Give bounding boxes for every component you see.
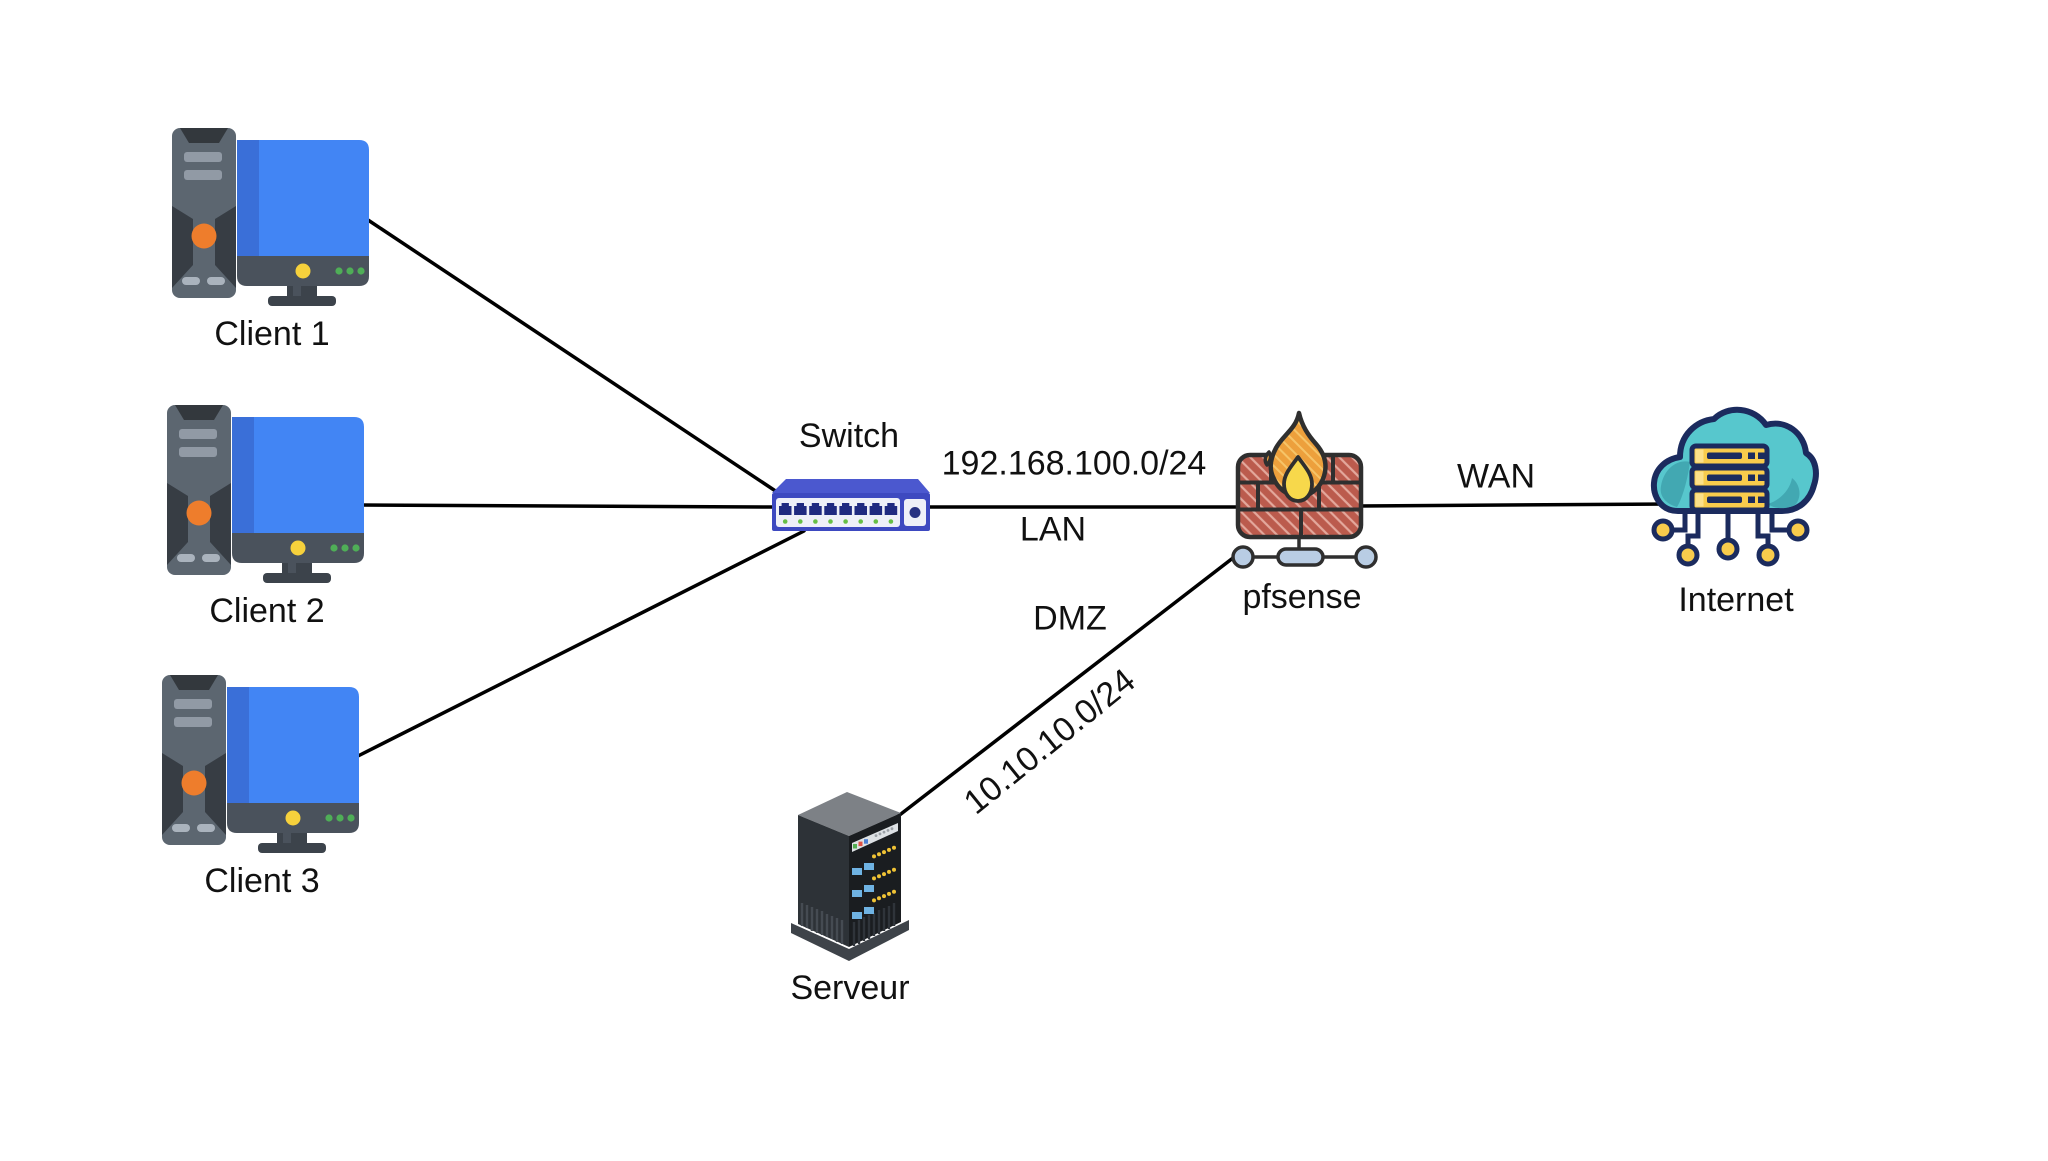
server-rack-icon bbox=[791, 792, 909, 961]
node-internet: Internet bbox=[1650, 396, 1822, 619]
dmz-name-label: DMZ bbox=[1033, 599, 1107, 638]
edge-wan bbox=[1356, 502, 1670, 508]
edge-client1-switch bbox=[366, 218, 782, 496]
edge-dmz bbox=[895, 549, 1244, 819]
edge-client3-switch bbox=[354, 529, 806, 759]
node-label-client3: Client 3 bbox=[204, 862, 320, 900]
desktop-computer-icon bbox=[157, 673, 367, 853]
desktop-computer-icon bbox=[167, 126, 377, 306]
firewall-icon bbox=[1230, 410, 1378, 569]
node-serveur: Serveur bbox=[780, 786, 920, 1007]
node-pfsense: pfsense bbox=[1222, 403, 1382, 616]
wan-name-label: WAN bbox=[1456, 457, 1536, 496]
desktop-computer-icon bbox=[162, 403, 372, 583]
node-label-switch: Switch bbox=[798, 417, 900, 455]
node-label-internet: Internet bbox=[1678, 581, 1794, 619]
node-label-serveur: Serveur bbox=[790, 969, 910, 1007]
cloud-server-icon bbox=[1650, 406, 1819, 567]
node-client3: Client 3 bbox=[152, 673, 372, 900]
lan-subnet-label: 192.168.100.0/24 bbox=[941, 444, 1207, 483]
network-switch-icon bbox=[772, 479, 930, 532]
node-switch: Switch bbox=[763, 417, 935, 533]
lan-name-label: LAN bbox=[1019, 510, 1087, 549]
edge-client2-switch bbox=[358, 503, 775, 509]
node-client2: Client 2 bbox=[157, 403, 377, 630]
node-client1: Client 1 bbox=[162, 126, 382, 353]
node-label-client1: Client 1 bbox=[214, 315, 330, 353]
node-label-pfsense: pfsense bbox=[1242, 578, 1362, 616]
node-label-client2: Client 2 bbox=[209, 592, 325, 630]
